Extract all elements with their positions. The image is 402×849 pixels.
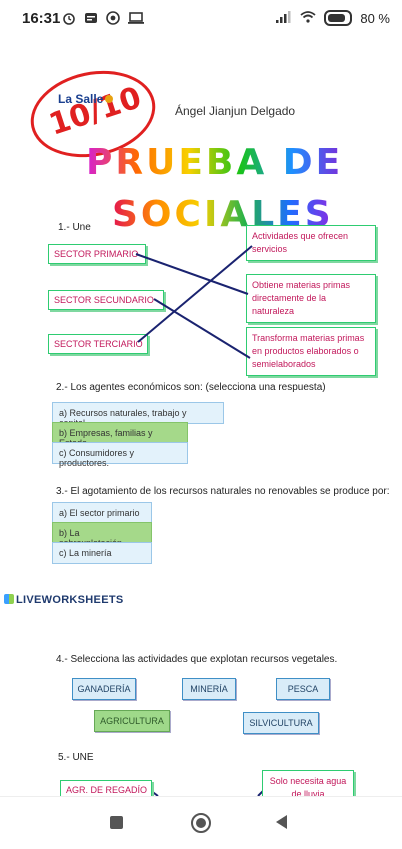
q4-option-pesca[interactable]: PESCA — [276, 678, 330, 700]
q3-option-a[interactable]: a) El sector primario — [52, 502, 152, 524]
q4-label: 4.- Selecciona las actividades que explo… — [56, 654, 338, 665]
match-left-terciario[interactable]: SECTOR TERCIARIO — [48, 334, 148, 354]
liveworksheets-icon — [4, 594, 14, 604]
worksheet-page[interactable]: 10/10 La Salle Ángel Jianjun Delgado PRU… — [0, 36, 402, 796]
q5-right-lluvia[interactable]: Solo necesita agua de lluvia — [262, 770, 354, 796]
q5-label: 5.- UNE — [58, 752, 94, 763]
q2-option-a[interactable]: a) Recursos naturales, trabajo y capital… — [52, 402, 224, 428]
liveworksheets-brand: LIVEWORKSHEETS — [4, 594, 124, 606]
student-name: Ángel Jianjun Delgado — [175, 104, 296, 118]
q4-option-silvicultura[interactable]: SILVICULTURA — [243, 712, 319, 734]
wifi-icon — [300, 10, 316, 26]
status-time: 16:31 — [22, 10, 61, 27]
chrome-icon — [106, 11, 120, 25]
android-nav-bar — [0, 796, 402, 849]
q4-option-ganaderia[interactable]: GANADERÍA — [72, 678, 136, 700]
q2-option-b[interactable]: b) Empresas, familias y Estado. — [52, 422, 188, 448]
q5-left-regadio[interactable]: AGR. DE REGADÍO — [60, 780, 152, 796]
q4-option-agricultura[interactable]: AGRICULTURA — [94, 710, 170, 732]
match-right-servicios[interactable]: Actividades que ofrecen servicios — [246, 225, 376, 261]
signal-icon — [276, 10, 292, 26]
q4-option-mineria[interactable]: MINERÍA — [182, 678, 236, 700]
q3-option-b[interactable]: b) La sobrexplotación — [52, 522, 152, 548]
home-button[interactable] — [191, 813, 211, 833]
back-button[interactable] — [276, 815, 287, 829]
match-left-secundario[interactable]: SECTOR SECUNDARIO — [48, 290, 164, 310]
match-right-elaborados[interactable]: Transforma materias primas en productos … — [246, 327, 376, 376]
battery-level: 80 % — [360, 10, 390, 26]
match-line-primario — [135, 253, 249, 295]
status-bar: 16:31 80 % — [0, 0, 402, 36]
notification-icons — [62, 11, 144, 25]
q3-label: 3.- El agotamiento de los recursos natur… — [56, 486, 390, 497]
q2-option-c[interactable]: c) Consumidores y productores. — [52, 442, 188, 468]
title-line-1: PRUEBA DE — [86, 142, 344, 183]
q3-option-c[interactable]: c) La minería — [52, 542, 152, 564]
match-line-secundario — [153, 298, 251, 359]
system-icons: 80 % — [276, 10, 390, 26]
school-logo: La Salle — [58, 92, 114, 106]
battery-icon — [324, 10, 353, 26]
message-icon — [84, 11, 98, 25]
match-left-primario[interactable]: SECTOR PRIMARIO — [48, 244, 146, 264]
q1-label: 1.- Une — [58, 222, 91, 233]
laptop-icon — [128, 11, 144, 25]
alarm-icon — [62, 11, 76, 25]
recents-button[interactable] — [110, 816, 123, 829]
q2-label: 2.- Los agentes económicos son: (selecci… — [56, 382, 326, 393]
match-right-naturaleza[interactable]: Obtiene materias primas directamente de … — [246, 274, 376, 323]
